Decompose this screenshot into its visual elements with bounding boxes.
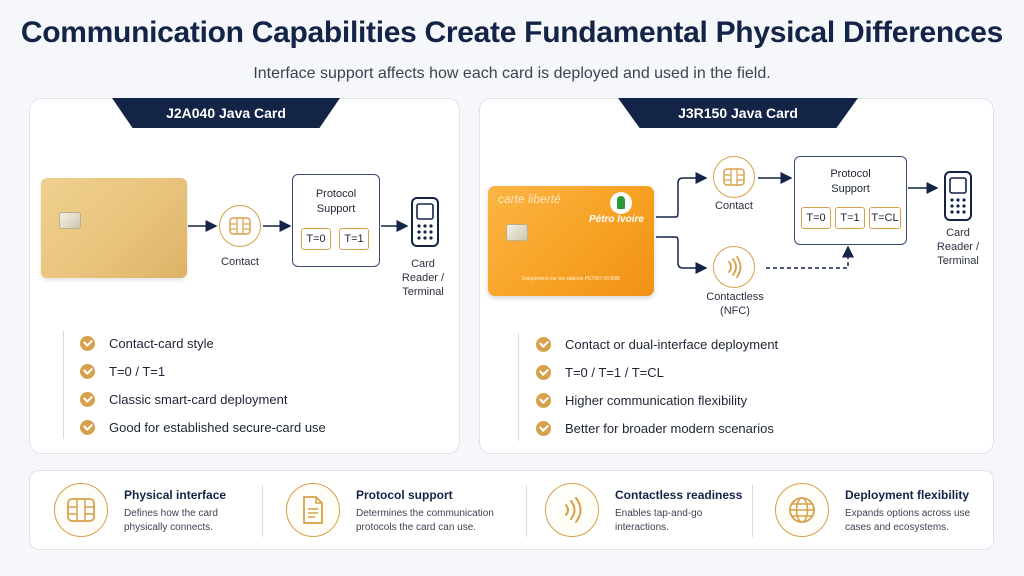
contactless-label-line2: (NFC) <box>720 305 750 317</box>
chip-icon <box>723 168 745 186</box>
arrow-card-to-contact <box>656 172 708 218</box>
gold-contact-card <box>41 178 187 278</box>
page-subtitle: Interface support affects how each card … <box>253 65 771 82</box>
check-icon <box>80 419 95 435</box>
arrow-contactless-to-protocol <box>766 245 854 269</box>
reader-label-line2: Reader / <box>401 272 445 284</box>
contactless-circle <box>713 246 755 288</box>
card-chip-icon <box>59 212 81 229</box>
card-reader-icon <box>411 197 439 247</box>
document-icon <box>303 496 323 524</box>
feature-icon-circle <box>545 483 599 537</box>
check-icon <box>80 363 95 379</box>
check-icon <box>536 420 551 436</box>
chip-icon <box>67 498 95 522</box>
reader-label-line1: Card <box>411 258 435 270</box>
feature-separator <box>526 485 527 537</box>
feature-title: Deployment flexibility <box>845 488 970 502</box>
feature-icon-circle <box>286 483 340 537</box>
contactless-icon <box>565 497 582 523</box>
contact-chip-circle <box>219 205 261 247</box>
feature-title: Physical interface <box>124 488 227 502</box>
feature-title: Contactless readiness <box>615 488 743 502</box>
feature-title: Protocol support <box>356 488 453 502</box>
bullet-divider <box>63 331 64 439</box>
check-icon <box>536 392 551 408</box>
globe-icon <box>789 497 815 523</box>
protocol-t1: T=1 <box>835 207 865 229</box>
contactless-icon <box>728 256 742 278</box>
reader-label-line1: Card <box>946 227 970 239</box>
list-item: Classic smart-card deployment <box>80 385 326 413</box>
j3r150-feature-list: Contact or dual-interface deployment T=0… <box>536 330 778 442</box>
list-item: Better for broader modern scenarios <box>536 414 778 442</box>
protocol-tcl: T=CL <box>869 207 901 229</box>
reader-label-line3: Terminal <box>937 255 979 267</box>
feature-icon-circle <box>54 483 108 537</box>
protocol-title-line2: Support <box>831 183 870 195</box>
feature-strip: Physical interface Defines how the card … <box>29 470 994 550</box>
right-flow-arrows <box>656 172 939 274</box>
feature-desc: Determines the communication protocols t… <box>356 508 494 533</box>
check-icon <box>536 336 551 352</box>
left-flow-arrows <box>188 220 409 232</box>
chip-icon <box>229 217 251 235</box>
orange-dual-interface-card: carte liberté Pétro Ivoire Uniquement su… <box>488 186 654 296</box>
feature-separator <box>752 485 753 537</box>
feature-separator <box>262 485 263 537</box>
card-footer-text: Uniquement sur les stations PETRO IVOIRE <box>521 276 621 282</box>
feature-contactless-readiness: Contactless readiness Enables tap-and-go… <box>545 471 765 551</box>
reader-label-line2: Reader / <box>936 241 980 253</box>
feature-deployment-flexibility: Deployment flexibility Expands options a… <box>775 471 990 551</box>
protocol-support-box: Protocol Support T=0 T=1 T=CL <box>794 156 907 245</box>
protocol-support-box: Protocol Support T=0 T=1 <box>292 174 380 267</box>
bullet-divider <box>518 333 519 441</box>
list-item: Higher communication flexibility <box>536 386 778 414</box>
contact-label: Contact <box>715 200 753 212</box>
contact-chip-circle <box>713 156 755 198</box>
feature-protocol-support: Protocol support Determines the communic… <box>286 471 526 551</box>
petro-logo-icon <box>610 192 632 214</box>
list-item: T=0 / T=1 / T=CL <box>536 358 778 386</box>
j2a040-panel: J2A040 Java Card Contact Protocol Suppor… <box>29 98 460 454</box>
check-icon <box>536 364 551 380</box>
contactless-label-line1: Contactless <box>706 291 764 303</box>
panel-tab-j2a040: J2A040 Java Card <box>112 98 340 128</box>
list-item: Contact-card style <box>80 329 326 357</box>
list-item: Contact or dual-interface deployment <box>536 330 778 358</box>
j3r150-panel: J3R150 Java Card carte liberté Pétro Ivo… <box>479 98 994 454</box>
page-title: Communication Capabilities Create Fundam… <box>20 16 1004 49</box>
card-chip-icon <box>506 224 528 241</box>
contact-label: Contact <box>221 256 259 268</box>
card-reader-icon <box>944 171 972 221</box>
protocol-title-line1: Protocol <box>315 188 357 200</box>
feature-desc: Expands options across use cases and eco… <box>845 508 971 533</box>
feature-physical-interface: Physical interface Defines how the card … <box>54 471 274 551</box>
check-icon <box>80 335 95 351</box>
feature-desc: Enables tap-and-go interactions. <box>615 508 703 533</box>
j2a040-feature-list: Contact-card style T=0 / T=1 Classic sma… <box>80 329 326 441</box>
arrow-card-to-contactless <box>656 236 708 274</box>
protocol-title-line2: Support <box>316 203 356 215</box>
feature-icon-circle <box>775 483 829 537</box>
check-icon <box>80 391 95 407</box>
protocol-t0: T=0 <box>801 207 831 229</box>
card-text: carte liberté <box>498 192 561 206</box>
protocol-t1: T=1 <box>339 228 369 250</box>
panel-tab-j3r150: J3R150 Java Card <box>618 98 858 128</box>
feature-desc: Defines how the card physically connects… <box>124 508 218 533</box>
protocol-t0: T=0 <box>301 228 331 250</box>
list-item: T=0 / T=1 <box>80 357 326 385</box>
card-brand: Pétro Ivoire <box>588 214 644 225</box>
reader-label-line3: Terminal <box>402 286 444 298</box>
list-item: Good for established secure-card use <box>80 413 326 441</box>
protocol-title-line1: Protocol <box>830 168 871 180</box>
